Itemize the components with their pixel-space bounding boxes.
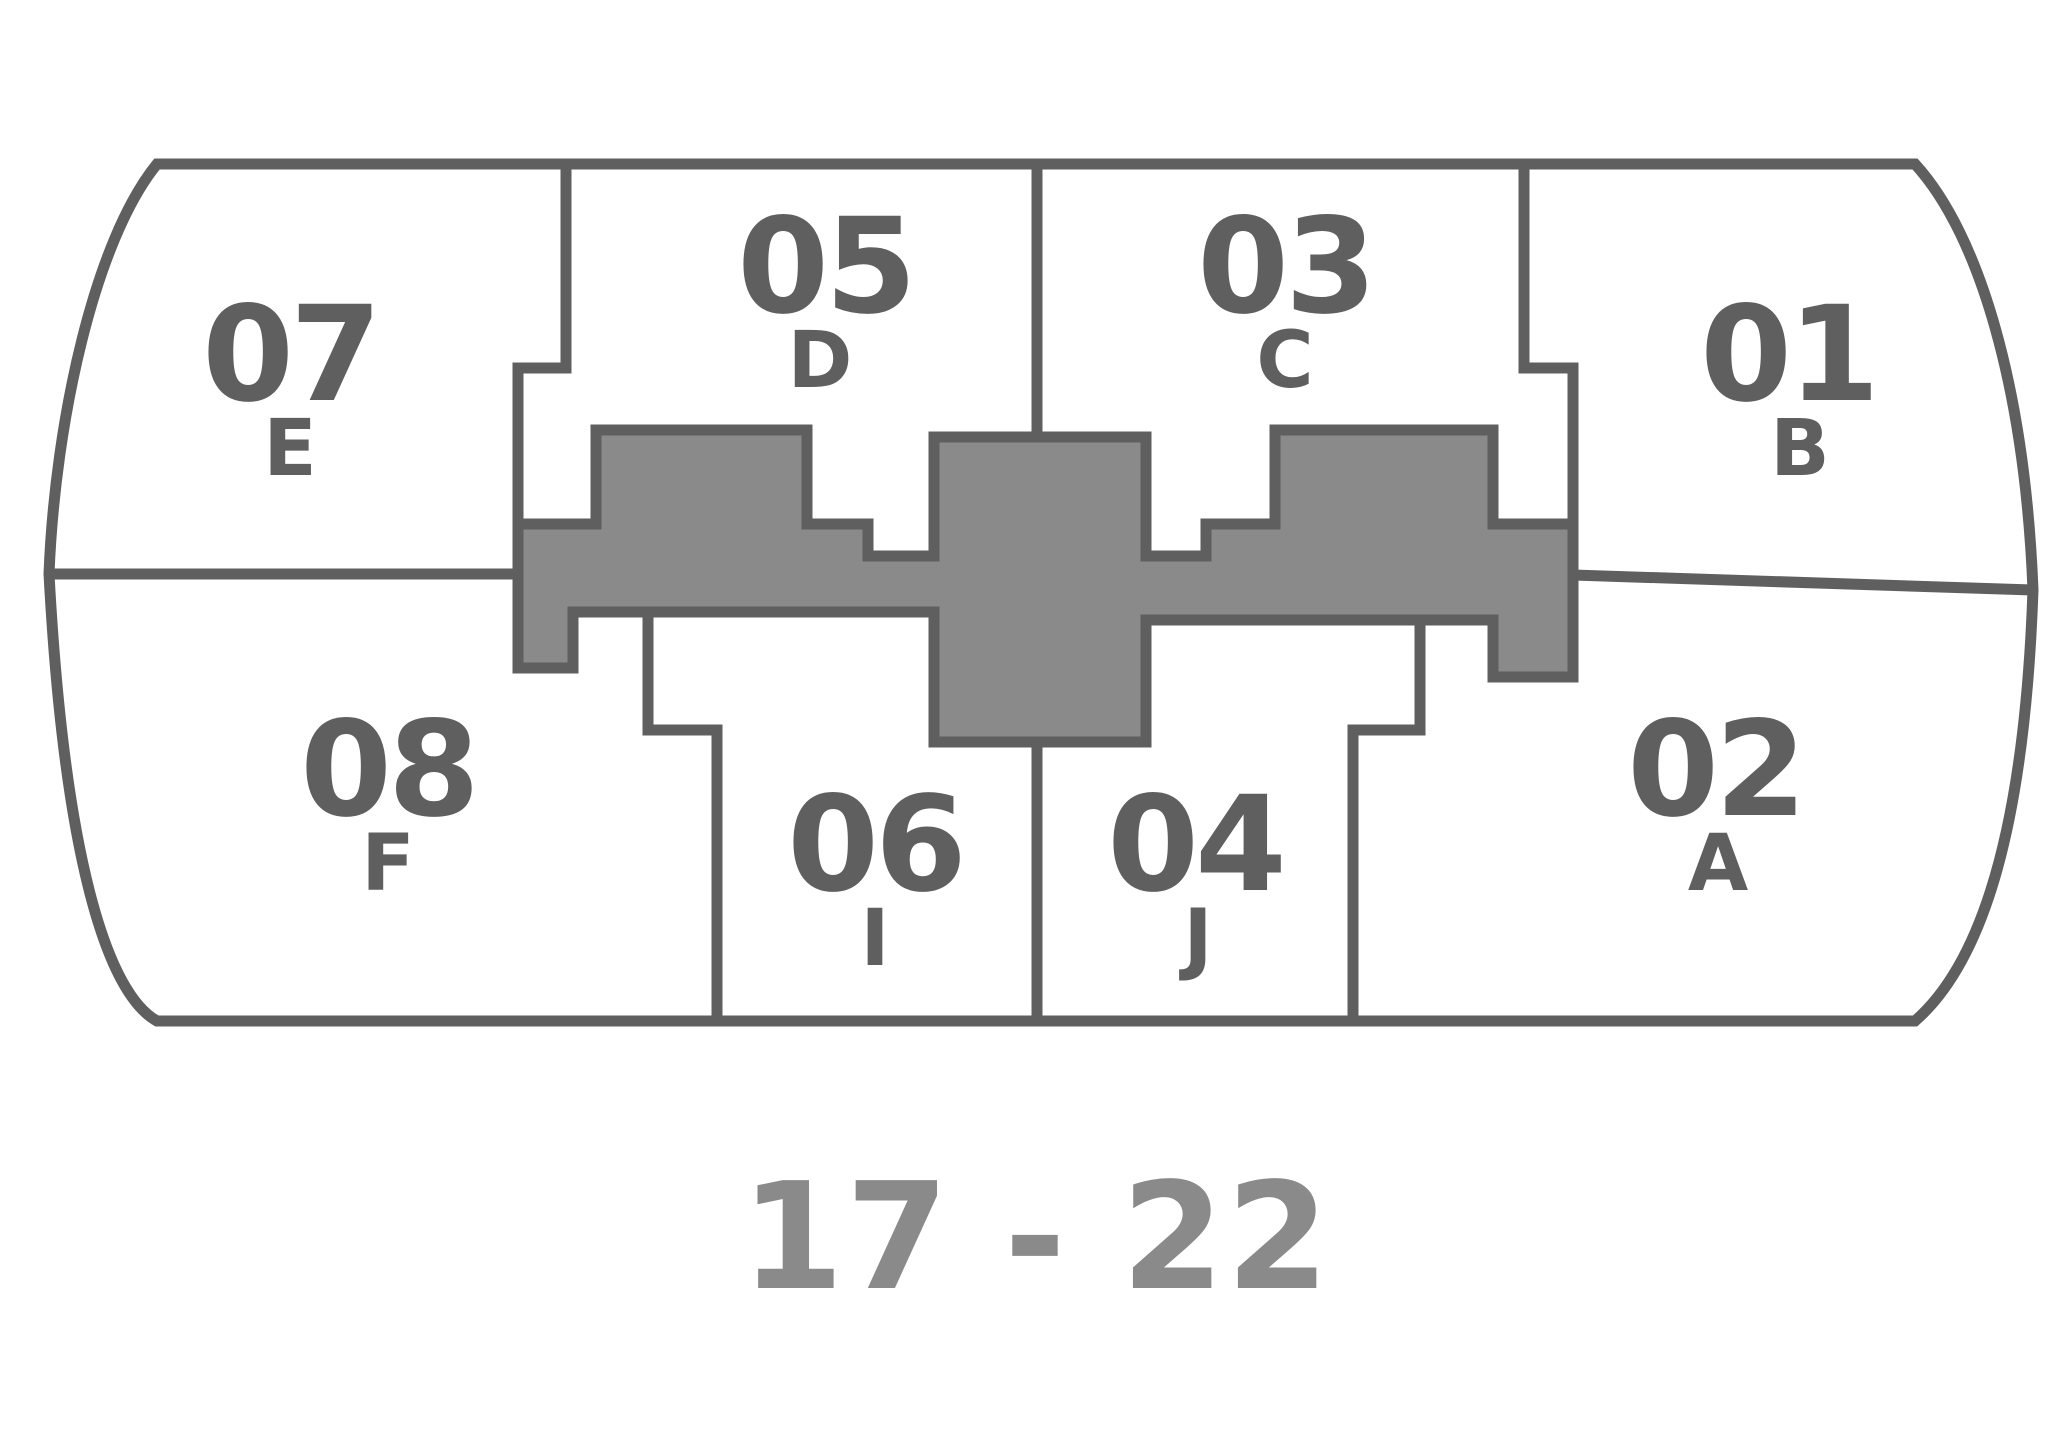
unit-02-number: 02 <box>1627 693 1803 847</box>
unit-06-area[interactable] <box>648 612 1037 1021</box>
central-core <box>512 424 1579 748</box>
unit-08-area[interactable] <box>49 574 717 1021</box>
unit-04-number: 04 <box>1107 768 1283 922</box>
partition-08-06 <box>642 612 723 1021</box>
unit-06-number: 06 <box>787 768 963 922</box>
unit-05-area[interactable] <box>518 164 1037 556</box>
unit-01-area[interactable] <box>1524 164 2033 590</box>
unit-03-letter: C <box>1256 316 1313 406</box>
unit-04-letter: J <box>1178 894 1212 984</box>
unit-05-number: 05 <box>737 190 913 344</box>
building-outline <box>43 158 2039 1027</box>
unit-07-letter: E <box>263 404 316 494</box>
partition-04-02 <box>1347 620 1426 1021</box>
unit-05-letter: D <box>788 316 853 406</box>
unit-04-area[interactable] <box>1037 620 1420 1021</box>
unit-07-area[interactable] <box>49 164 566 574</box>
middle-wall-right <box>1572 569 2034 596</box>
floor-range-label: 17 - 22 <box>741 1151 1331 1323</box>
unit-07-number: 07 <box>202 278 378 432</box>
unit-02-letter: A <box>1688 819 1748 909</box>
unit-08-letter: F <box>361 819 414 909</box>
unit-08-number: 08 <box>300 693 476 847</box>
unit-02-area[interactable] <box>1353 575 2033 1021</box>
unit-01-letter: B <box>1770 404 1829 494</box>
unit-03-number: 03 <box>1197 190 1373 344</box>
unit-areas <box>49 164 2033 1021</box>
unit-01-number: 01 <box>1700 278 1876 432</box>
unit-03-area[interactable] <box>1037 164 1573 556</box>
unit-labels: 07 E 05 D 03 C 01 B 08 F 06 I 04 J 02 A <box>202 190 1880 984</box>
partition-03-01 <box>1518 164 1579 524</box>
unit-06-letter: I <box>860 894 889 984</box>
partition-07-05 <box>512 164 572 524</box>
